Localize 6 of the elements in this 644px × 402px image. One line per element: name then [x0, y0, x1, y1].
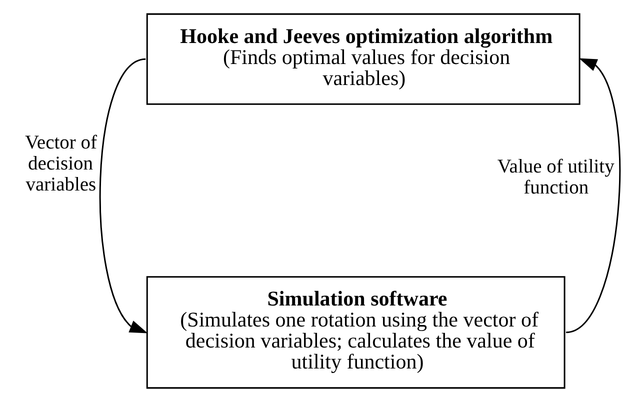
arrow [565, 58, 620, 334]
arrow [99, 58, 148, 334]
edge-label: Value of utility function [496, 156, 614, 198]
node-box: Simulation software (Simulates one rotation using the vector of decision variables; calculates the value of utility function) [146, 276, 565, 389]
edge-label: Vector of decision variables [24, 132, 97, 196]
node-box: Hooke and Jeeves optimization algorithm (Finds optimal values for decision variables) [146, 13, 580, 105]
